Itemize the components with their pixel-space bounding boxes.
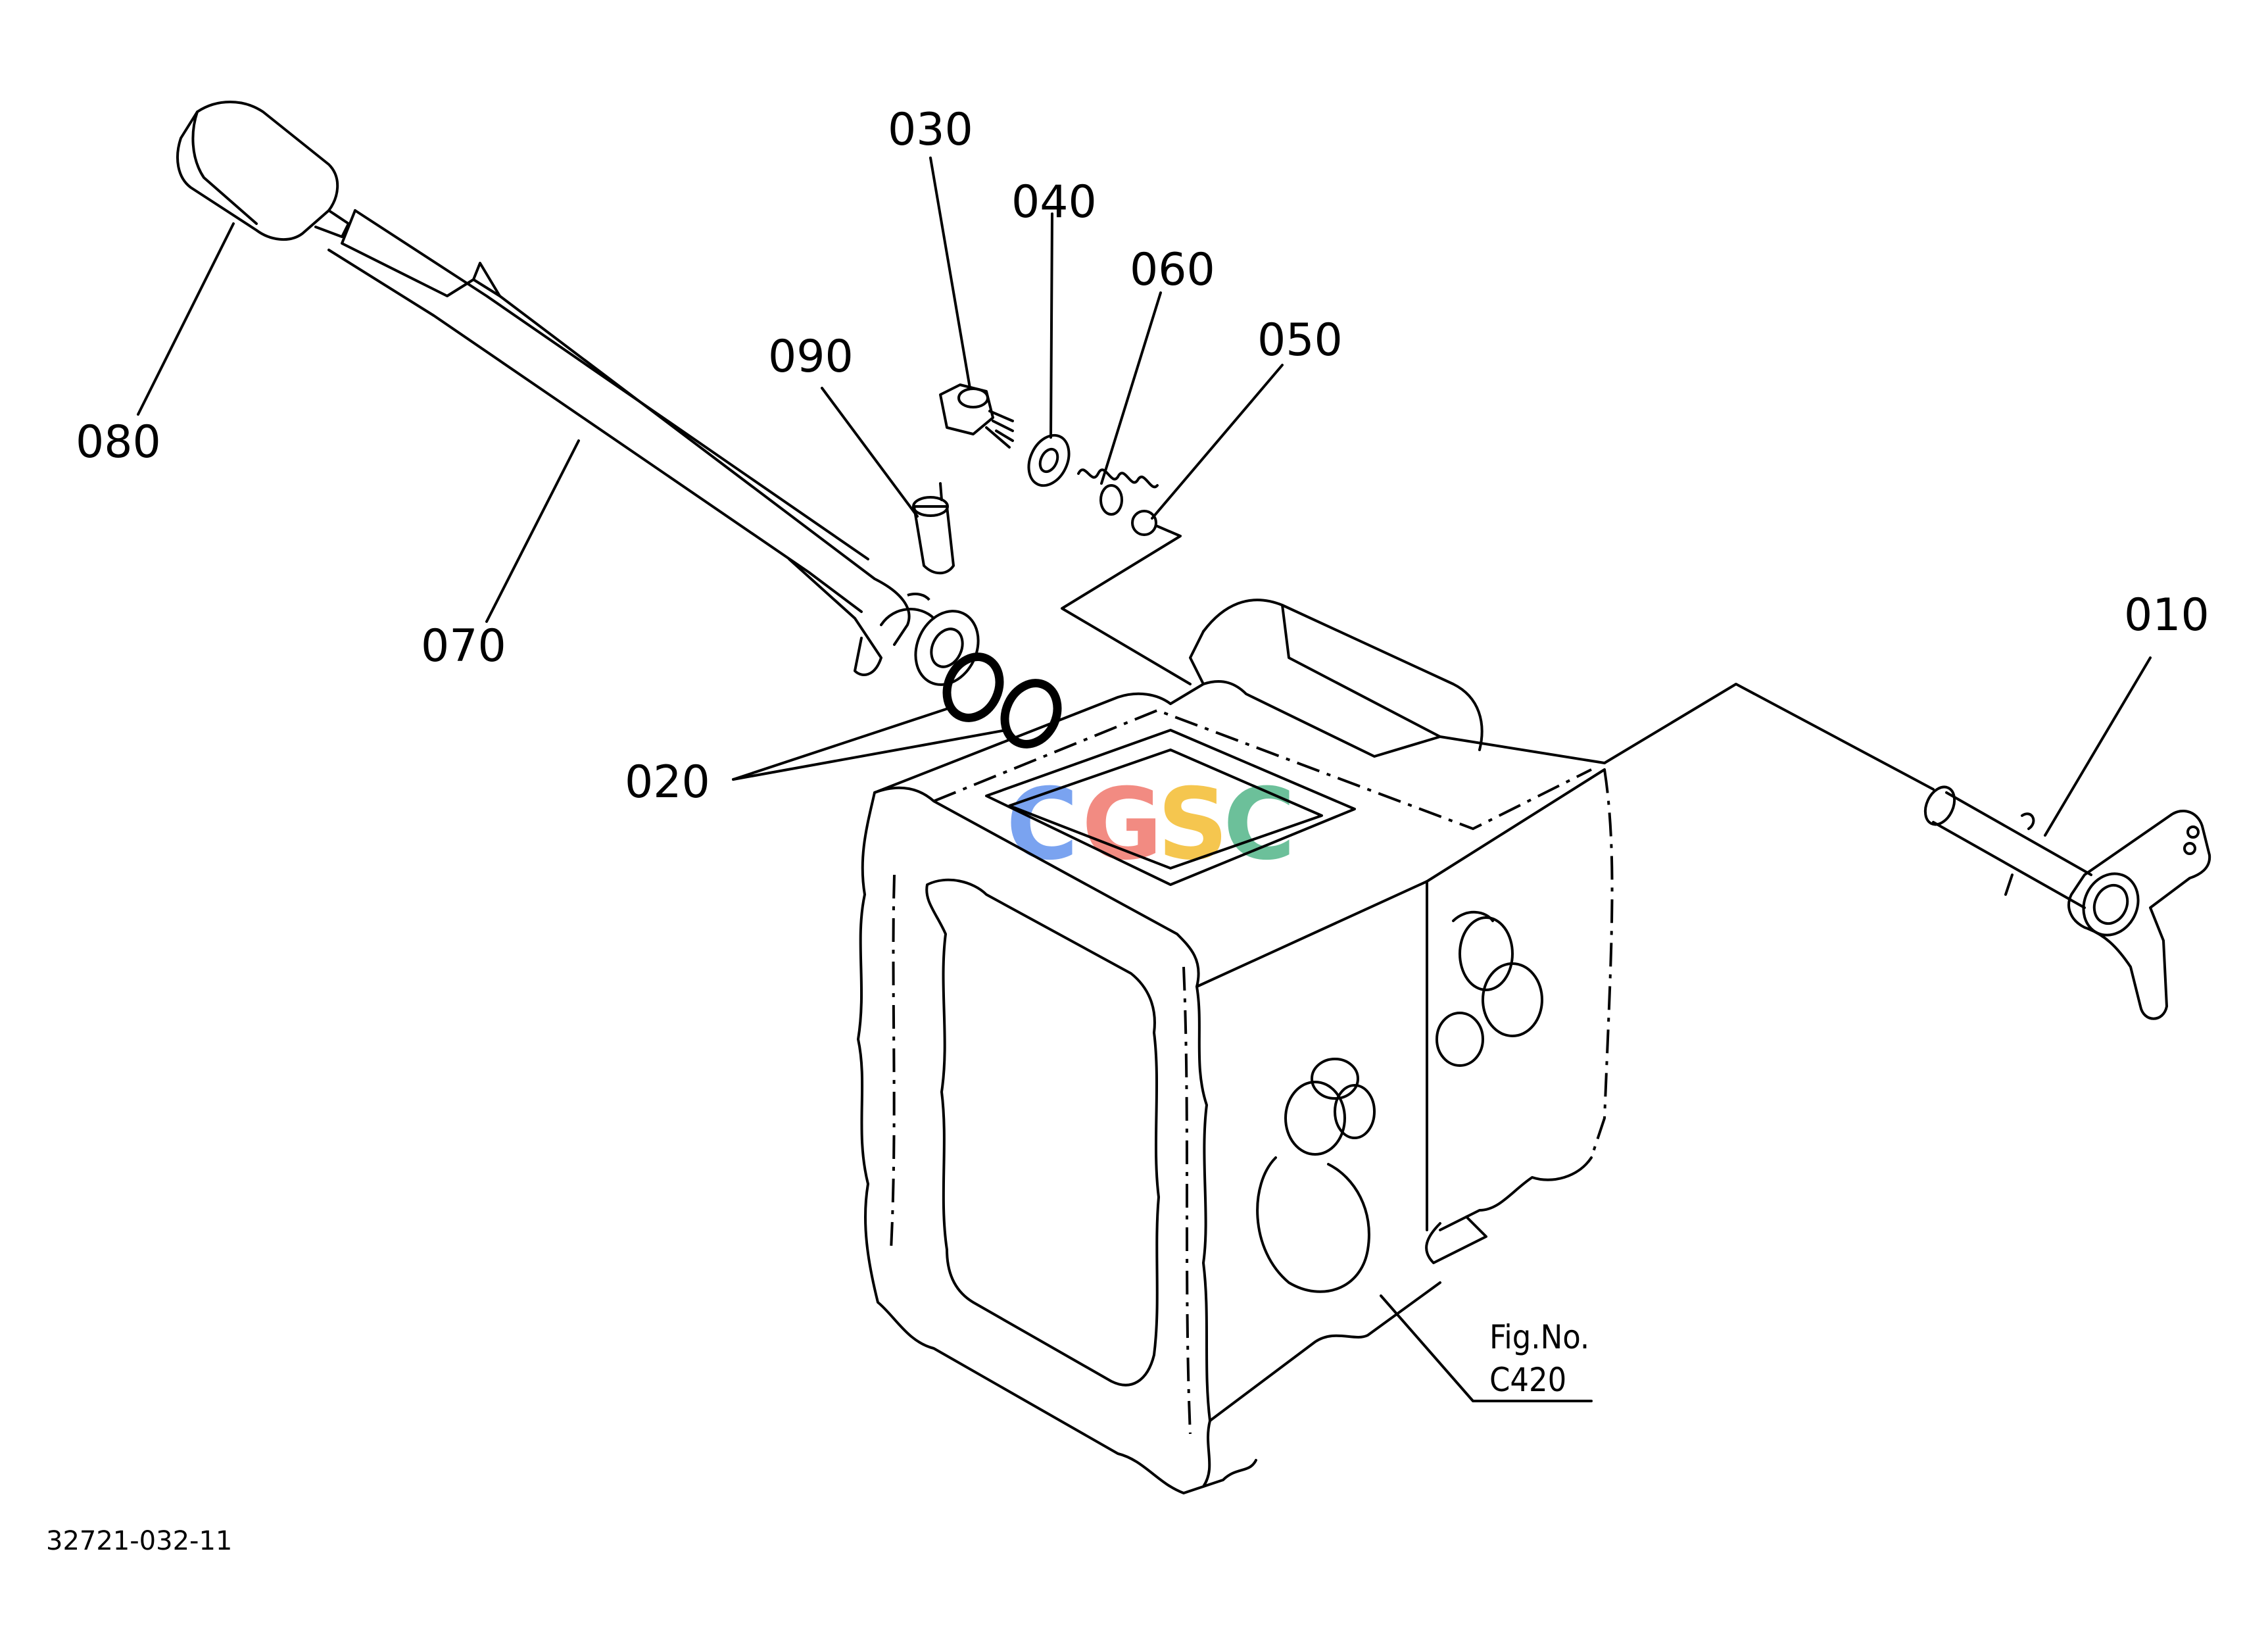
label-part-080: 080 [76, 416, 161, 468]
part-070-lever [327, 209, 980, 686]
fig-ref-line2: C420 [1489, 1361, 1566, 1399]
label-part-070: 070 [421, 620, 506, 672]
fig-ref-leader [1380, 1294, 1593, 1402]
drawing-number: 32721-032-11 [46, 1526, 232, 1556]
part-030-bolt [939, 383, 1014, 449]
watermark-letter-4: C [1223, 768, 1295, 882]
part-080-knob [176, 101, 350, 241]
assembly-line-shaft [1603, 683, 1935, 791]
fig-ref-line1: Fig.No. [1489, 1318, 1589, 1356]
part-090-pin [912, 482, 955, 575]
part-010-shift-arm [1923, 785, 2211, 1020]
part-060-spring [1077, 468, 1159, 516]
label-part-050: 050 [1257, 314, 1343, 366]
label-part-090: 090 [768, 331, 854, 383]
leader-lines [137, 157, 2152, 837]
watermark-letter-3: S [1157, 768, 1228, 882]
label-part-020: 020 [625, 756, 710, 808]
part-020-o-rings [942, 652, 1062, 749]
label-part-030: 030 [888, 104, 973, 156]
assembly-line-detent [1061, 525, 1192, 685]
label-part-060: 060 [1130, 244, 1215, 296]
part-040-washer [1027, 433, 1071, 487]
transmission-case [857, 599, 1614, 1494]
part-050-ball [1131, 510, 1157, 536]
case-bosses [1256, 910, 1543, 1293]
label-part-040: 040 [1011, 176, 1097, 228]
label-part-010: 010 [2124, 589, 2209, 641]
watermark-letter-2: G [1082, 768, 1163, 882]
